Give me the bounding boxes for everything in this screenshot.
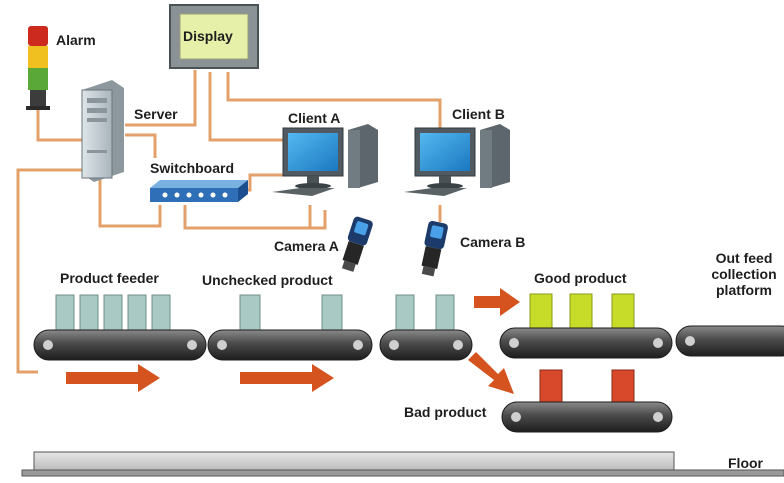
- camera-icon-a: [341, 216, 373, 272]
- server-label: Server: [134, 106, 178, 122]
- product-feeder-label: Product feeder: [60, 270, 159, 286]
- out-feed-label-line1: Out feed: [715, 250, 773, 266]
- client-computer-icon-a: [272, 124, 378, 196]
- good-product-label: Good product: [534, 270, 627, 286]
- cable-server-display: [125, 70, 197, 127]
- client-a-label: Client A: [288, 110, 341, 126]
- flow-arrow-icon-unchecked: [240, 364, 334, 392]
- alarm-label: Alarm: [56, 32, 96, 48]
- cable-server-conveyor: [16, 168, 82, 374]
- flow-arrow-icons: [66, 288, 520, 394]
- client-computer-icon-b: [404, 124, 510, 196]
- alarm-light-icon: [26, 26, 50, 110]
- out-feed-label-line2: collection: [711, 266, 777, 282]
- cable-switchboard-left: [98, 178, 162, 228]
- cable-display-client-b: [226, 72, 442, 135]
- floor-slab: [21, 451, 784, 477]
- display-label: Display: [183, 28, 233, 44]
- flow-arrow-icon-good: [474, 288, 520, 316]
- bad-product-label: Bad product: [404, 404, 487, 420]
- display-monitor-icon: [169, 4, 259, 69]
- conveyor-belt-icon-bad: [501, 369, 673, 433]
- network-cables: [16, 70, 442, 374]
- out-feed-label-line3: platform: [716, 282, 772, 298]
- cable-switchboard-camera-a: [183, 205, 327, 230]
- camera-a-label: Camera A: [274, 238, 339, 254]
- unchecked-product-label: Unchecked product: [202, 272, 333, 288]
- server-tower-icon: [81, 80, 124, 182]
- conveyor-belt-icon-unchecked: [207, 294, 373, 361]
- flow-arrow-icon-bad: [468, 352, 514, 394]
- conveyor-belt-icon-outfeed: [675, 325, 784, 357]
- client-b-label: Client B: [452, 106, 505, 122]
- out-feed-label: Out feed collection platform: [704, 250, 784, 298]
- switchboard-label: Switchboard: [150, 160, 235, 176]
- cable-server-switchboard: [125, 133, 157, 158]
- conveyor-belt-icon-good: [499, 293, 673, 359]
- camera-b-label: Camera B: [460, 234, 526, 250]
- cable-display-client-a: [208, 72, 285, 142]
- cable-alarm-server: [36, 110, 82, 142]
- conveyor-belt-icon-inspection: [379, 294, 473, 361]
- switchboard-icon: [150, 180, 248, 202]
- conveyor-belt-icon-feeder: [33, 294, 207, 361]
- floor-label: Floor: [728, 455, 763, 471]
- camera-icon-b: [421, 220, 448, 277]
- flow-arrow-icon-feeder: [66, 364, 160, 392]
